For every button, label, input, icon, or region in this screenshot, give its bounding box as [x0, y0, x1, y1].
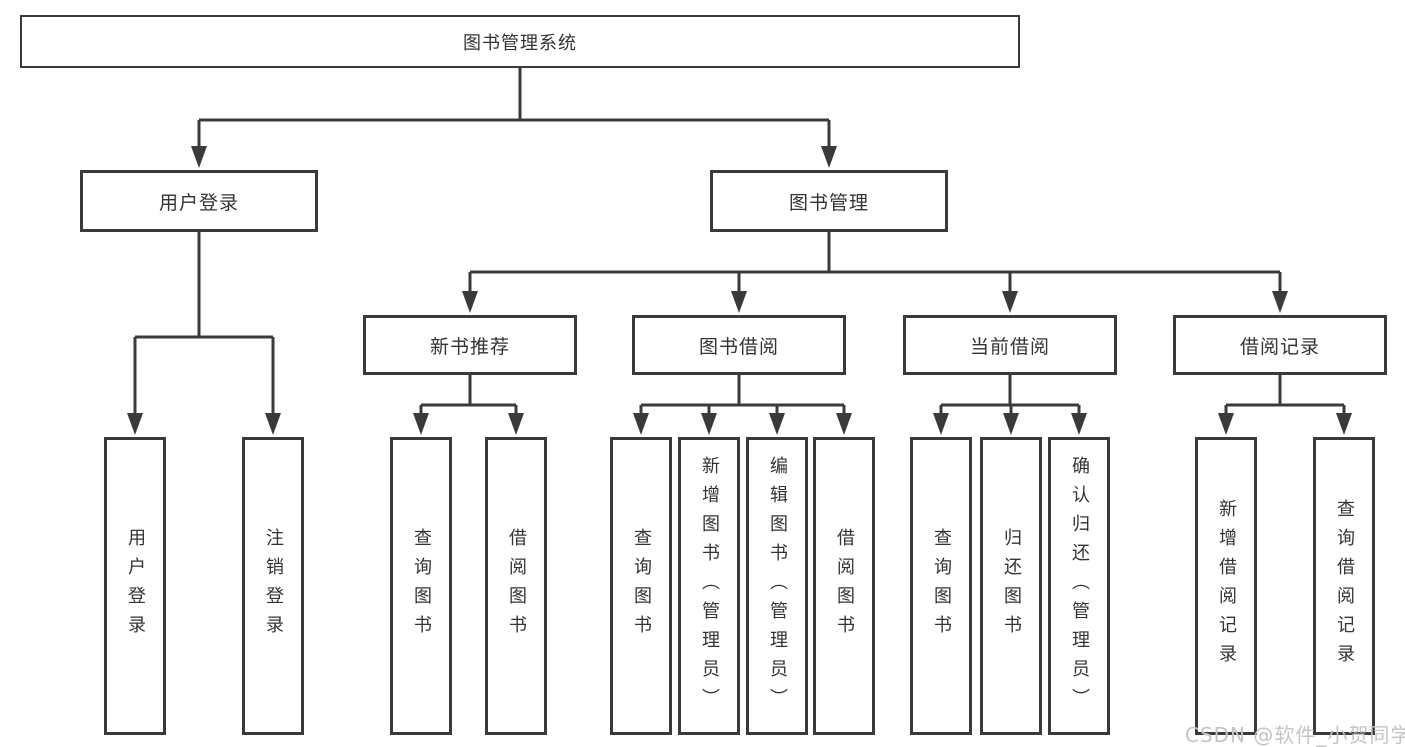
tree-edges: [133, 68, 1346, 417]
node-book-borrow: 图书借阅: [632, 315, 846, 375]
leaf-current-confirm-return-admin: 确认归还（管理员）: [1048, 437, 1110, 735]
node-book-management: 图书管理: [710, 170, 948, 232]
leaf-current-query-books: 查询图书: [910, 437, 972, 735]
csdn-watermark: CSDN @软件_小贺同学: [1185, 723, 1405, 747]
leaf-current-return-books: 归还图书: [980, 437, 1042, 735]
leaf-records-query-record: 查询借阅记录: [1313, 437, 1375, 735]
leaf-user-login: 用户登录: [104, 437, 166, 735]
node-user-login: 用户登录: [80, 170, 318, 232]
leaf-borrow-add-books-admin: 新增图书（管理员）: [678, 437, 740, 735]
leaf-borrow-borrow-books: 借阅图书: [813, 437, 875, 735]
leaf-borrow-query-books: 查询图书: [610, 437, 672, 735]
node-root: 图书管理系统: [20, 15, 1020, 68]
leaf-borrow-edit-books-admin: 编辑图书（管理员）: [746, 437, 808, 735]
leaf-logout: 注销登录: [242, 437, 304, 735]
leaf-records-add-record: 新增借阅记录: [1195, 437, 1257, 735]
leaf-recommend-borrow-books: 借阅图书: [485, 437, 547, 735]
node-current-borrow: 当前借阅: [903, 315, 1117, 375]
node-borrow-records: 借阅记录: [1173, 315, 1387, 375]
leaf-recommend-query-books: 查询图书: [390, 437, 452, 735]
arrowheads: [127, 146, 1352, 435]
node-new-book-recommend: 新书推荐: [363, 315, 577, 375]
